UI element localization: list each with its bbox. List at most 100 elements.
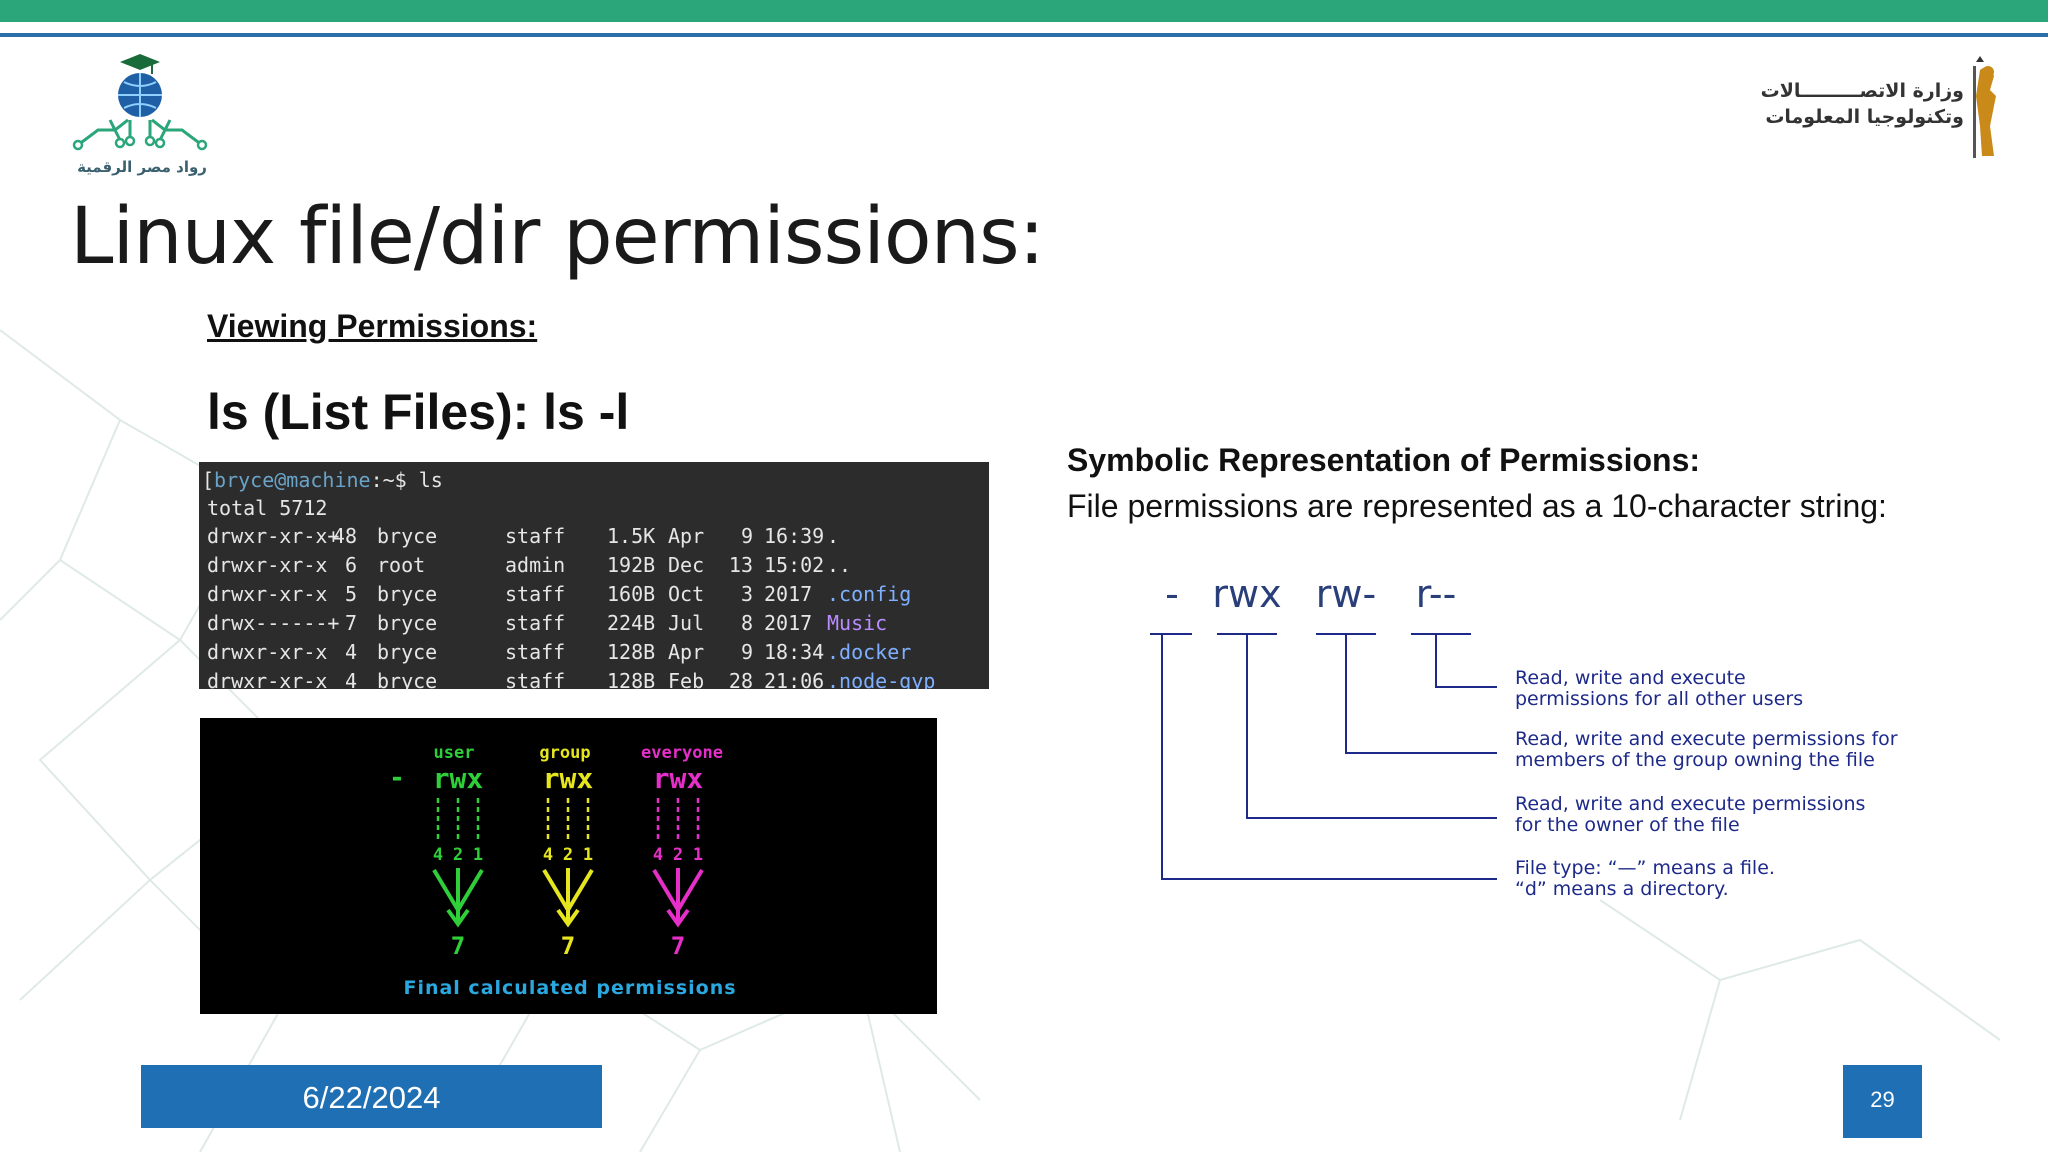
terminal-cell-perms: drwxr-xr-x (207, 553, 328, 577)
segment-group: rw- (1316, 572, 1376, 616)
label-group: group (539, 743, 590, 763)
terminal-cell-day: 8 (740, 611, 753, 635)
terminal-cell-group: staff (505, 582, 566, 606)
prompt-command: :~$ ls (370, 468, 443, 492)
bit-value: 2 (673, 845, 683, 865)
merge-arrow-icon (432, 868, 484, 928)
terminal-cell-time: 16:39 (764, 524, 825, 548)
note-others-line2: permissions for all other users (1515, 688, 1803, 710)
terminal-cell-name: .docker (827, 640, 912, 664)
note-owner-line1: Read, write and execute permissions (1515, 793, 1865, 815)
bit-value: 1 (473, 845, 483, 865)
bit-value: 4 (653, 845, 663, 865)
bit-value: 2 (563, 845, 573, 865)
terminal-cell-day: 9 (740, 640, 753, 664)
terminal-cell-group: staff (505, 669, 566, 689)
label-user: user (434, 743, 475, 763)
label-everyone: everyone (641, 743, 723, 763)
top-accent-line (0, 33, 2048, 37)
terminal-cell-day: 13 (728, 553, 753, 577)
ministry-logo (1973, 56, 1996, 158)
terminal-cell-links: 4 (344, 669, 357, 689)
terminal-cell-owner: bryce (377, 611, 438, 635)
terminal-cell-links: 7 (344, 611, 357, 635)
terminal-cell-owner: bryce (377, 524, 438, 548)
terminal-cell-day: 3 (740, 582, 753, 606)
terminal-cell-time: 2017 (764, 582, 813, 606)
note-filetype-line2: “d” means a directory. (1515, 878, 1729, 900)
terminal-cell-month: Oct (668, 582, 705, 606)
terminal-cell-group: staff (505, 611, 566, 635)
terminal-prompt: [bryce@machine:~$ ls (202, 468, 443, 492)
terminal-cell-group: admin (505, 553, 566, 577)
symbolic-heading: Symbolic Representation of Permissions: (1067, 442, 1701, 478)
terminal-row: drwx------+7 bryce staff 224B Jul 8 2017 Music (207, 611, 987, 637)
slide-date: 6/22/2024 (302, 1080, 441, 1115)
terminal-cell-time: 15:02 (764, 553, 825, 577)
terminal-cell-perms: drwxr-xr-x (207, 669, 328, 689)
note-filetype-line1: File type: “—” means a file. (1515, 857, 1775, 879)
terminal-cell-size: 128B (607, 669, 656, 689)
ls-command-heading: ls (List Files): ls -l (207, 384, 630, 440)
terminal-cell-size: 1.5K (607, 524, 656, 548)
terminal-ls-output: [bryce@machine:~$ ls total 5712 drwxr-xr… (199, 462, 989, 689)
octal-total: 7 (671, 932, 685, 960)
slide-title: Linux file/dir permissions: (70, 192, 1045, 282)
terminal-cell-owner: root (377, 553, 426, 577)
ministry-name-line2: وتكنولوجيا المعلومات (1765, 106, 1964, 128)
terminal-cell-perms: drwxr-xr-x (207, 640, 328, 664)
terminal-cell-perms: drwxr-xr-x+ (207, 524, 340, 548)
terminal-cell-time: 21:06 (764, 669, 825, 689)
terminal-cell-links: 6 (344, 553, 357, 577)
terminal-total: total 5712 (207, 496, 328, 520)
prompt-user: bryce@machine (214, 468, 371, 492)
bracket-lines (1150, 633, 1497, 880)
note-group-line1: Read, write and execute permissions for (1515, 728, 1898, 750)
bit-value: 1 (693, 845, 703, 865)
triad-everyone: rwx (653, 762, 704, 795)
terminal-cell-month: Dec (668, 553, 705, 577)
terminal-cell-owner: bryce (377, 582, 438, 606)
terminal-cell-group: staff (505, 640, 566, 664)
triad-user: rwx (433, 762, 484, 795)
note-group-line2: members of the group owning the file (1515, 749, 1875, 771)
digital-egypt-pioneers-logo (72, 54, 208, 151)
top-accent-bar (0, 0, 2048, 22)
note-others-line1: Read, write and execute (1515, 667, 1746, 689)
octal-dash: - (389, 763, 405, 793)
viewing-permissions-heading: Viewing Permissions: (207, 308, 538, 344)
merge-arrow-icon (542, 868, 594, 928)
terminal-cell-group: staff (505, 524, 566, 548)
ministry-name-line1: وزارة الاتصـــــــــالات (1760, 80, 1964, 102)
terminal-cell-size: 160B (607, 582, 656, 606)
terminal-cell-time: 2017 (764, 611, 813, 635)
octal-total: 7 (561, 932, 575, 960)
terminal-cell-time: 18:34 (764, 640, 825, 664)
terminal-cell-size: 128B (607, 640, 656, 664)
octal-total: 7 (451, 932, 465, 960)
page-number: 29 (1870, 1087, 1895, 1112)
terminal-cell-month: Jul (668, 611, 705, 635)
bit-value: 1 (583, 845, 593, 865)
segment-filetype: - (1165, 572, 1179, 616)
terminal-cell-size: 224B (607, 611, 656, 635)
terminal-cell-name: .. (827, 553, 852, 577)
merge-arrow-icon (652, 868, 704, 928)
terminal-cell-owner: bryce (377, 640, 438, 664)
bit-value: 4 (433, 845, 443, 865)
bit-value: 2 (453, 845, 463, 865)
terminal-cell-links: 48 (332, 524, 357, 548)
terminal-cell-month: Feb (668, 669, 705, 689)
bit-value: 4 (543, 845, 553, 865)
terminal-cell-name: Music (827, 611, 888, 635)
terminal-cell-perms: drwx------+ (207, 611, 340, 635)
terminal-cell-owner: bryce (377, 669, 438, 689)
terminal-cell-day: 28 (728, 669, 753, 689)
